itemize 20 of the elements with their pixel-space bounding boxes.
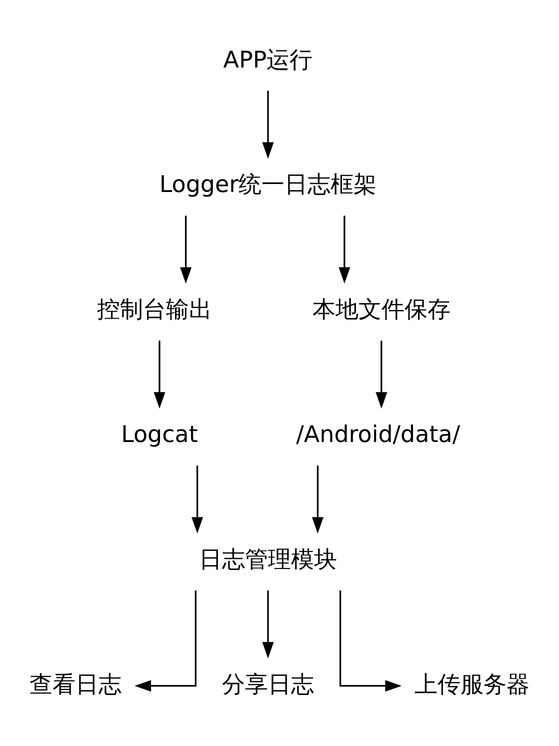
node-text: 本地文件保存 [312, 296, 450, 323]
arrow [262, 90, 274, 158]
arrow [338, 215, 350, 284]
arrow [192, 465, 204, 534]
node-text: 分享日志 [222, 671, 314, 698]
arrow [154, 340, 166, 408]
node-text: Logger统一日志框架 [159, 172, 377, 198]
arrow [262, 590, 274, 658]
arrow [134, 590, 196, 692]
node-text: 日志管理模块 [198, 546, 337, 572]
arrow [180, 215, 192, 284]
arrow [340, 590, 402, 692]
node-text: Logcat [121, 422, 198, 448]
arrow [312, 465, 324, 534]
arrow [376, 340, 388, 408]
node-text: APP运行 [223, 46, 313, 73]
node-text: 上传服务器 [414, 671, 530, 698]
node-text: /Android/data/ [296, 422, 460, 448]
node-text: 控制台输出 [97, 296, 212, 323]
node-text: 查看日志 [30, 671, 122, 698]
